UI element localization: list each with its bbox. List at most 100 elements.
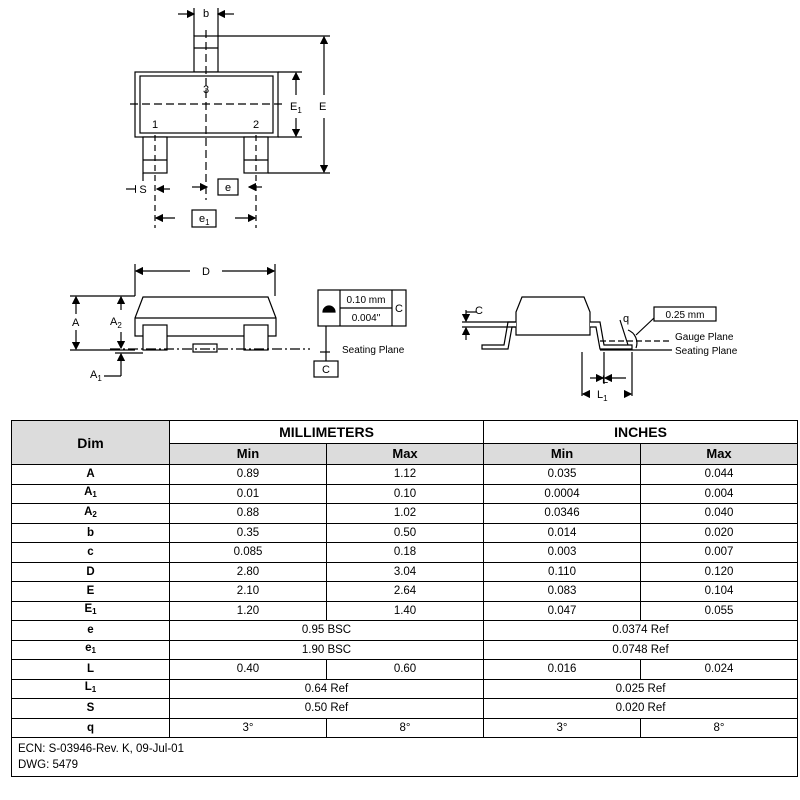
gauge-value: 0.25 mm xyxy=(666,310,705,321)
in-min-value: 0.003 xyxy=(483,542,642,563)
in-max-value: 8° xyxy=(640,717,799,738)
end-view xyxy=(461,296,717,399)
mm-min-value: 0.40 xyxy=(169,659,327,680)
mm-max-value: 0.10 xyxy=(325,483,485,504)
header-mm-min: Min xyxy=(169,443,327,465)
side-view xyxy=(70,264,407,378)
fcf-tolerance-in: 0.004" xyxy=(352,313,381,324)
in-min-value: 3° xyxy=(483,717,642,738)
label-E: E xyxy=(319,101,326,113)
label-E1: E1 xyxy=(290,101,302,115)
datum-c-label: C xyxy=(322,364,330,376)
mm-min-value: 0.01 xyxy=(169,483,327,504)
in-max-value: 0.104 xyxy=(640,581,799,602)
gauge-plane-label: Gauge Plane xyxy=(675,332,734,343)
header-millimeters: MILLIMETERS xyxy=(168,420,485,444)
header-in-max: Max xyxy=(640,443,799,465)
fcf-datum-ref: C xyxy=(395,303,403,315)
in-max-value: 0.120 xyxy=(640,561,799,582)
mm-min-value: 0.89 xyxy=(169,464,327,485)
dim-symbol: D xyxy=(11,561,170,582)
label-L1: L1 xyxy=(597,389,608,403)
mm-min-value: 1.20 xyxy=(169,600,327,621)
dim-symbol: A1 xyxy=(11,483,170,504)
mm-max-value: 0.50 xyxy=(325,522,485,543)
in-value: 0.025 Ref xyxy=(483,678,799,699)
in-min-value: 0.0346 xyxy=(483,503,642,524)
dim-symbol: q xyxy=(11,717,170,738)
label-A2: A2 xyxy=(110,316,122,330)
header-dim: Dim xyxy=(11,420,170,465)
mm-max-value: 2.64 xyxy=(325,581,485,602)
seating-plane-label-end: Seating Plane xyxy=(675,346,738,357)
mm-value: 0.64 Ref xyxy=(168,678,485,699)
top-view xyxy=(126,8,330,228)
ecn-note: ECN: S-03946-Rev. K, 09-Jul-01 xyxy=(18,743,184,755)
dim-symbol: e1 xyxy=(11,639,170,660)
mm-value: 0.50 Ref xyxy=(168,698,485,719)
dim-symbol: A xyxy=(11,464,170,485)
in-min-value: 0.083 xyxy=(483,581,642,602)
in-min-value: 0.110 xyxy=(483,561,642,582)
in-min-value: 0.016 xyxy=(483,659,642,680)
label-A1: A1 xyxy=(90,369,102,383)
fcf-tolerance-mm: 0.10 mm xyxy=(347,295,386,306)
dim-symbol: S xyxy=(11,698,170,719)
table-footer: ECN: S-03946-Rev. K, 09-Jul-01 DWG: 5479 xyxy=(10,737,799,777)
mm-min-value: 0.35 xyxy=(169,522,327,543)
mm-max-value: 8° xyxy=(325,717,485,738)
mm-max-value: 3.04 xyxy=(325,561,485,582)
mm-value: 1.90 BSC xyxy=(168,639,485,660)
mm-min-value: 0.88 xyxy=(169,503,327,524)
label-c: C xyxy=(475,305,483,317)
header-in-min: Min xyxy=(483,443,642,465)
label-pin-2: 2 xyxy=(253,119,259,131)
dim-symbol: e xyxy=(11,620,170,641)
mm-min-value: 2.10 xyxy=(169,581,327,602)
mm-max-value: 0.18 xyxy=(325,542,485,563)
mm-max-value: 1.12 xyxy=(325,464,485,485)
in-value: 0.0748 Ref xyxy=(483,639,799,660)
dimensions-table: Dim MILLIMETERS INCHES Min Max Min Max A… xyxy=(10,420,799,777)
in-max-value: 0.055 xyxy=(640,600,799,621)
header-mm-max: Max xyxy=(325,443,485,465)
mm-value: 0.95 BSC xyxy=(168,620,485,641)
label-D: D xyxy=(202,266,210,278)
dim-symbol: A2 xyxy=(11,503,170,524)
dim-symbol: L xyxy=(11,659,170,680)
in-max-value: 0.004 xyxy=(640,483,799,504)
dwg-note: DWG: 5479 xyxy=(18,759,79,771)
in-max-value: 0.044 xyxy=(640,464,799,485)
label-L: L xyxy=(602,374,608,386)
label-A: A xyxy=(72,317,80,329)
mm-min-value: 2.80 xyxy=(169,561,327,582)
in-min-value: 0.035 xyxy=(483,464,642,485)
label-S: S xyxy=(139,184,146,196)
package-outline-drawing: b 3 1 2 E1 E S e e1 xyxy=(70,8,738,403)
mm-max-value: 1.02 xyxy=(325,503,485,524)
in-min-value: 0.014 xyxy=(483,522,642,543)
mm-min-value: 0.085 xyxy=(169,542,327,563)
in-value: 0.0374 Ref xyxy=(483,620,799,641)
label-b: b xyxy=(203,8,209,20)
in-max-value: 0.007 xyxy=(640,542,799,563)
dim-symbol: E1 xyxy=(11,600,170,621)
in-max-value: 0.024 xyxy=(640,659,799,680)
mm-max-value: 0.60 xyxy=(325,659,485,680)
in-max-value: 0.040 xyxy=(640,503,799,524)
label-e: e xyxy=(225,182,231,194)
